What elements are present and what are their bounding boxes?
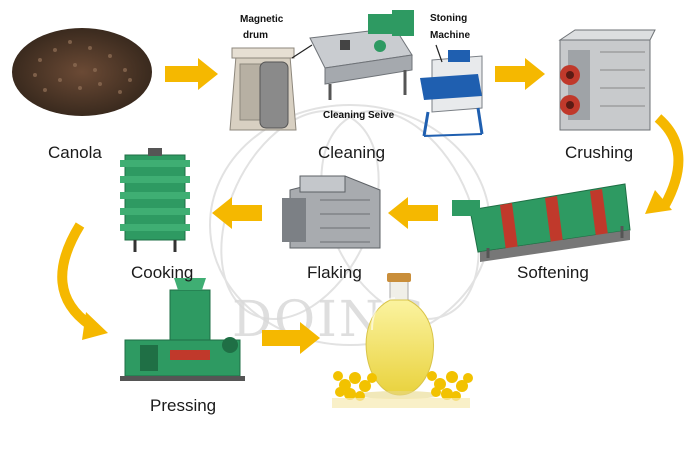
curved-arrow-icon xyxy=(654,114,684,208)
note-magnetic-drum: Magnetic xyxy=(240,14,284,25)
arrow-right-icon xyxy=(495,58,545,90)
magnetic-drum-machine xyxy=(229,44,313,131)
step-label-flaking: Flaking xyxy=(307,263,362,282)
curved-arrow-icon xyxy=(57,222,93,330)
step-label-softening: Softening xyxy=(517,263,589,282)
stoning-machine xyxy=(420,44,484,137)
note-stoning-machine: Stoning xyxy=(430,13,468,24)
cooking-machine xyxy=(120,148,190,252)
step-label-canola: Canola xyxy=(48,143,102,162)
arrow-head-icon xyxy=(645,190,672,214)
canola-flower-icon xyxy=(333,371,377,401)
arrow-head-icon xyxy=(82,312,108,340)
arrow-right-icon xyxy=(262,322,320,354)
cleaning-sieve-machine xyxy=(309,10,414,100)
canola-oil-bottle xyxy=(357,273,441,399)
arrow-left-icon xyxy=(212,197,262,229)
softening-machine xyxy=(452,183,631,262)
flaking-machine xyxy=(282,175,381,249)
pressing-machine xyxy=(120,278,245,381)
step-label-cleaning: Cleaning xyxy=(318,143,386,162)
step-label-pressing: Pressing xyxy=(150,396,217,415)
canola-seed-pile xyxy=(12,28,152,116)
crushing-machine xyxy=(558,29,656,131)
canola-flower-icon xyxy=(427,371,473,401)
arrow-left-icon xyxy=(388,197,438,229)
flower-base xyxy=(332,398,470,408)
note-stoning-machine-2: Machine xyxy=(430,30,471,41)
step-label-cooking: Cooking xyxy=(131,263,194,282)
note-magnetic-drum-2: drum xyxy=(243,30,268,41)
arrow-right-icon xyxy=(165,58,218,90)
step-label-crushing: Crushing xyxy=(565,143,634,162)
note-cleaning-seive: Cleaning Seive xyxy=(323,110,395,121)
